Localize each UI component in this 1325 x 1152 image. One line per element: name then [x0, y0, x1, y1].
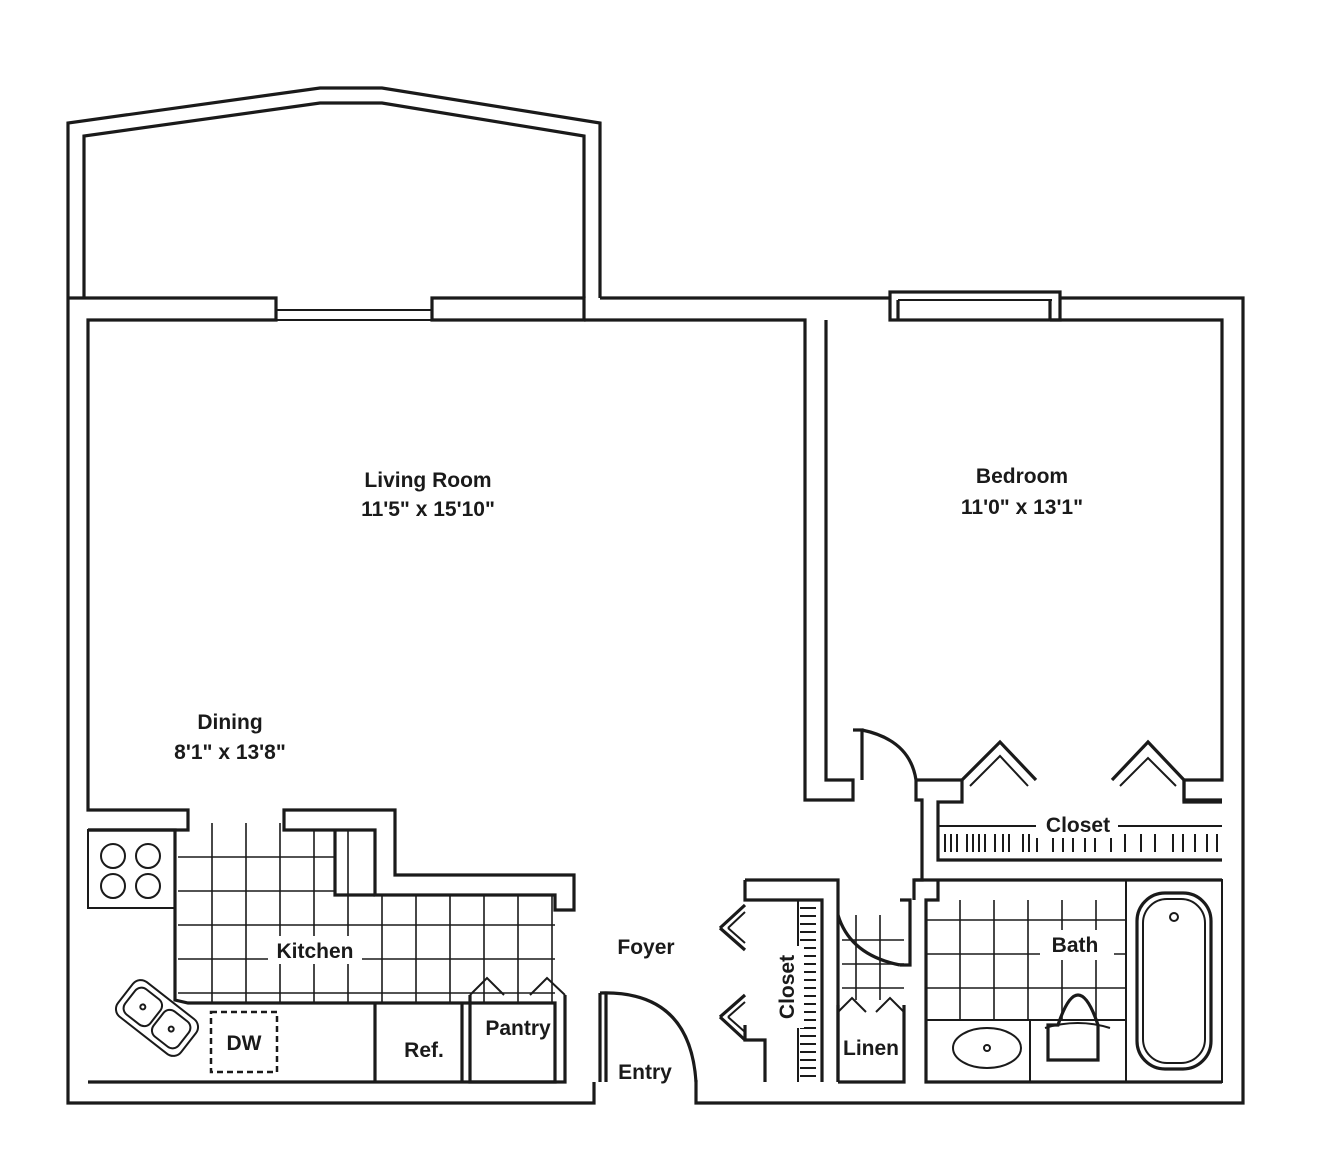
dishwasher-outline: [209, 1010, 279, 1074]
dining-name: Dining: [197, 711, 262, 734]
entry-label: Entry: [618, 1061, 672, 1084]
bath-label: Bath: [1052, 934, 1099, 957]
bath-fixtures: [925, 879, 1223, 1083]
foyer-label: Foyer: [617, 936, 674, 959]
stove: [100, 843, 161, 899]
interior-walls: [87, 728, 1222, 1084]
bedroom-name: Bedroom: [976, 465, 1068, 488]
living-room-size: 11'5" x 15'10": [361, 498, 495, 521]
pantry-label: Pantry: [485, 1017, 551, 1040]
linen-label: Linen: [843, 1037, 899, 1060]
balcony: [66, 86, 602, 298]
foyer-closet-label: Closet: [776, 955, 799, 1019]
dining-size: 8'1" x 13'8": [174, 741, 286, 764]
refrigerator-label: Ref.: [404, 1039, 444, 1062]
room-labels: Living Room 11'5" x 15'10" Bedroom 11'0"…: [174, 465, 1118, 1084]
exterior-walls: [66, 290, 1245, 1105]
doors: [469, 728, 1186, 1083]
bath-tile-floor: [842, 900, 1126, 1020]
dishwasher-label: DW: [227, 1032, 262, 1055]
kitchen-sink: [114, 979, 200, 1057]
bedroom-size: 11'0" x 13'1": [961, 496, 1083, 519]
bedroom-closet-label: Closet: [1046, 814, 1110, 837]
living-room-name: Living Room: [364, 469, 491, 492]
kitchen-label: Kitchen: [276, 940, 353, 963]
kitchen-tile-floor: [178, 823, 555, 1003]
